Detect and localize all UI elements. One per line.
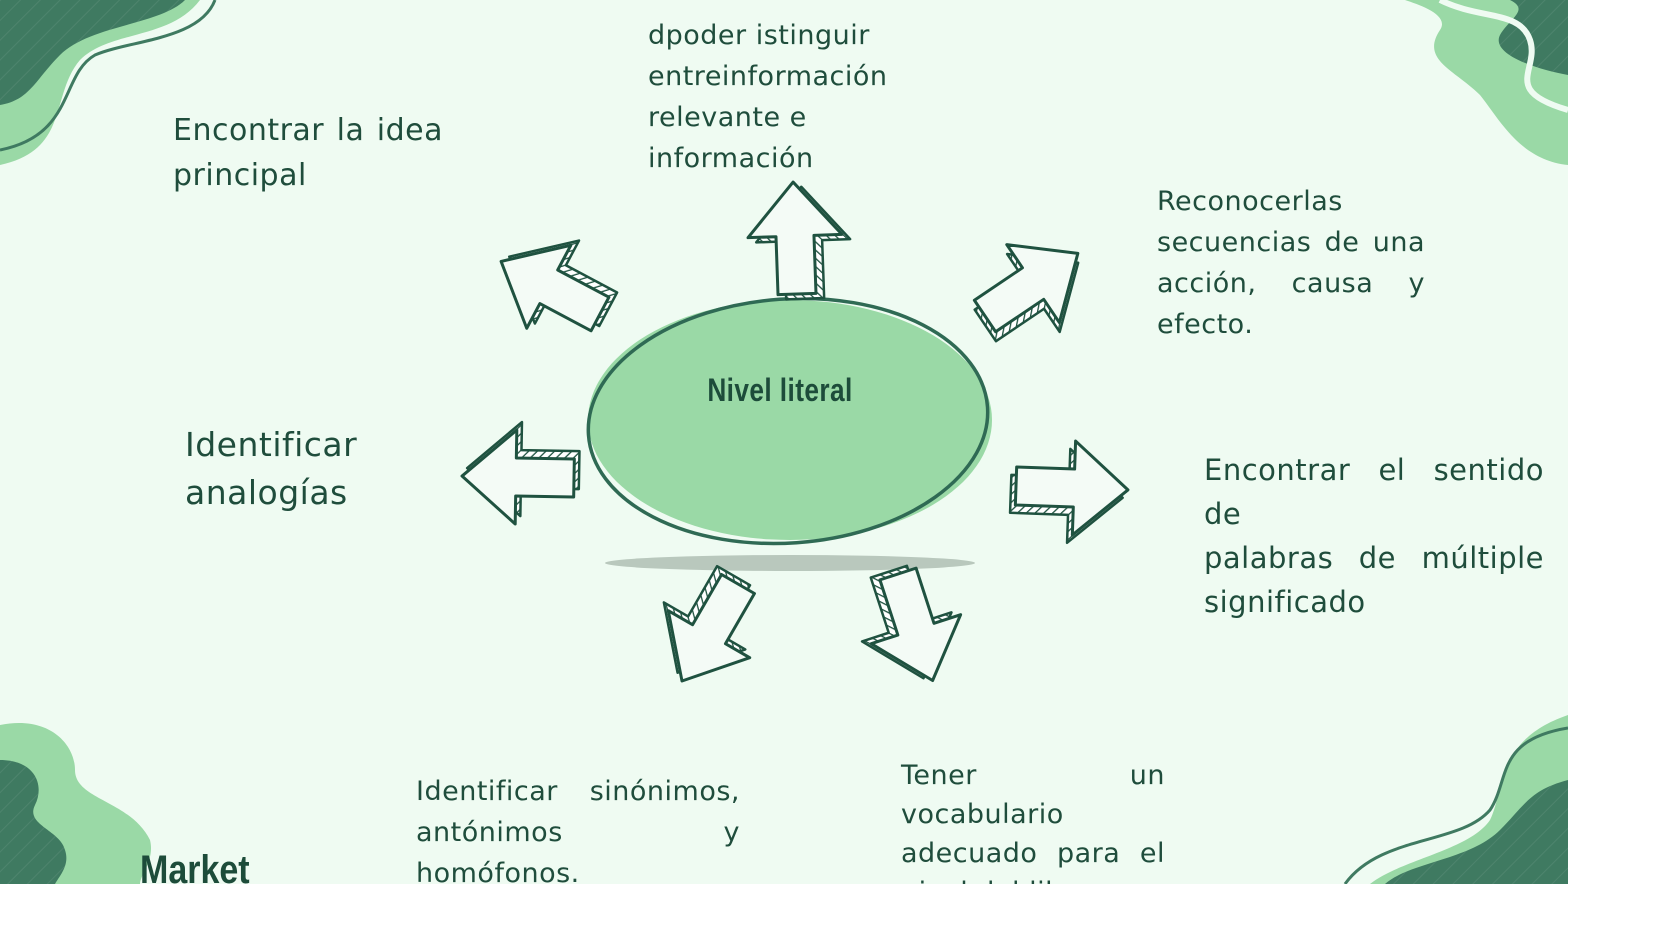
label-line: acción, causa y [1157, 268, 1425, 299]
label-line: palabras de múltiple [1204, 541, 1544, 575]
label-line: relevante e información [648, 102, 814, 174]
center-title: Nivel literal [707, 372, 853, 408]
arrow-up-left-icon [477, 211, 632, 360]
label-top-right: Reconocerlas secuencias de una acción, c… [1157, 181, 1425, 345]
label-right: Encontrar el sentido de palabras de múlt… [1204, 448, 1544, 624]
arrow-left-icon [459, 419, 582, 527]
label-line: Identificar [185, 425, 358, 464]
label-line: nivel del libro. [901, 873, 1165, 884]
label-bottom-left: Identificar sinónimos, antónimos y homóf… [416, 771, 740, 884]
label-line: significado [1204, 585, 1366, 619]
label-line: entreinformación [648, 61, 888, 92]
label-line: efecto. [1157, 309, 1254, 340]
corner-blob-top-right [1405, 0, 1568, 165]
label-top: dpoder istinguir entreinformación releva… [648, 15, 958, 179]
footer-partial-text: Market [140, 848, 250, 884]
label-left: Identificar analogías [185, 421, 415, 517]
arrow-down-right-icon [842, 553, 979, 700]
corner-blob-bottom-right [1343, 715, 1568, 884]
label-top-left: Encontrar la idea principal [173, 108, 443, 198]
center-node [586, 296, 992, 571]
label-line: antónimos y homófonos. [416, 817, 740, 884]
label-line: adecuado para el [901, 838, 1165, 869]
label-line: Identificar sinónimos, [416, 776, 740, 807]
corner-blob-bottom-left [0, 723, 152, 884]
label-line: dpoder istinguir [648, 20, 870, 51]
label-line: Encontrar la idea [173, 113, 443, 148]
corner-blob-top-left [0, 0, 217, 165]
label-line: Encontrar el sentido de [1204, 453, 1544, 531]
arrow-right-icon [1007, 437, 1132, 547]
label-bottom-right: Tener un vocabulario adecuado para el ni… [901, 756, 1165, 884]
ground-shadow [605, 555, 975, 571]
arrow-up-icon [744, 178, 854, 303]
arrow-down-left-icon [632, 550, 783, 706]
slide: Nivel literal dpoder istinguir entreinfo… [0, 0, 1568, 884]
center-ellipse-fill [588, 300, 992, 540]
label-line: Reconocerlas [1157, 186, 1343, 217]
arrow-up-right-icon [953, 212, 1111, 366]
label-line: principal [173, 158, 307, 193]
label-line: Tener un vocabulario [901, 760, 1165, 830]
center-ellipse-outline [586, 296, 990, 546]
decorative-background [0, 0, 1568, 884]
label-line: analogías [185, 473, 348, 512]
label-line: secuencias de una [1157, 227, 1425, 258]
